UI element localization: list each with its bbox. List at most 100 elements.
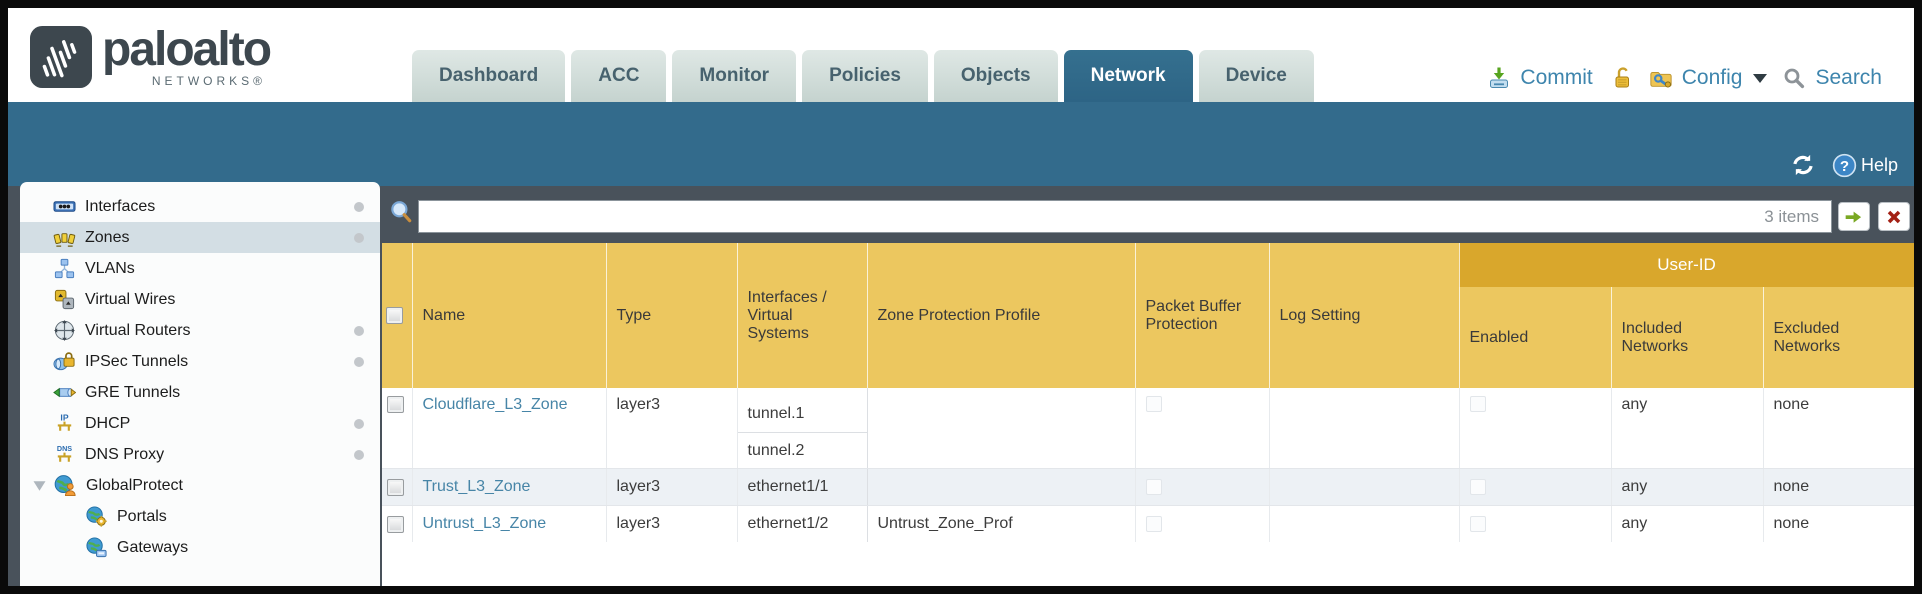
zone-interfaces: tunnel.1 tunnel.2: [736, 388, 868, 469]
sidebar-item-label: Portals: [117, 507, 167, 525]
excluded-networks: none: [1763, 388, 1914, 469]
column-header-log-setting[interactable]: Log Setting: [1269, 243, 1460, 388]
gre-tunnels-icon: [53, 387, 76, 398]
sidebar-item-zones[interactable]: Zones: [20, 222, 380, 253]
packet-buffer-protection-checkbox[interactable]: [1145, 396, 1162, 412]
paloalto-logo: paloalto NETWORKS®: [30, 22, 272, 88]
table-row: Trust_L3_Zone layer3 ethernet1/1 any non…: [382, 468, 1914, 506]
sidebar-item-ipsec-tunnels[interactable]: IPSec Tunnels: [20, 346, 380, 377]
globalprotect-icon: [54, 475, 76, 497]
sidebar-item-label: Interfaces: [85, 197, 156, 215]
tab-dashboard[interactable]: Dashboard: [412, 50, 566, 102]
help-button[interactable]: ? Help: [1832, 153, 1898, 178]
tab-device[interactable]: Device: [1198, 50, 1314, 102]
zones-table: Name Type Interfaces / Virtual Systems Z…: [382, 243, 1914, 586]
column-header-enabled[interactable]: Enabled: [1459, 287, 1612, 388]
expander-triangle-icon[interactable]: [32, 480, 47, 492]
sidebar-item-interfaces[interactable]: Interfaces: [20, 191, 380, 222]
zone-name-link[interactable]: Cloudflare_L3_Zone: [422, 396, 568, 413]
commit-icon[interactable]: [1487, 66, 1511, 90]
sidebar-item-vlans[interactable]: VLANs: [20, 253, 380, 284]
tab-objects[interactable]: Objects: [933, 50, 1058, 102]
sidebar-item-label: IPSec Tunnels: [85, 352, 189, 370]
zone-name-link[interactable]: Untrust_L3_Zone: [422, 515, 547, 532]
zone-interfaces: ethernet1/2: [736, 505, 868, 542]
excluded-networks: none: [1763, 468, 1914, 506]
sidebar-item-gateways[interactable]: Gateways: [20, 532, 380, 563]
user-id-enabled-checkbox[interactable]: [1469, 396, 1486, 412]
paloalto-logo-icon: [30, 26, 92, 88]
banner: ? Help: [8, 102, 1914, 186]
tab-network[interactable]: Network: [1063, 50, 1193, 102]
select-all-checkbox[interactable]: [386, 307, 403, 324]
tab-policies[interactable]: Policies: [802, 50, 928, 102]
column-header-excluded-networks[interactable]: Excluded Networks: [1763, 287, 1914, 388]
search-icon[interactable]: [1782, 66, 1806, 90]
zone-interfaces: ethernet1/1: [736, 468, 868, 506]
packet-buffer-protection-checkbox[interactable]: [1145, 479, 1162, 495]
select-all-cell: [382, 243, 413, 388]
top-header: paloalto NETWORKS® Dashboard ACC Monitor…: [8, 8, 1914, 102]
zone-protection-profile: Untrust_Zone_Prof: [867, 505, 1136, 542]
sidebar-item-globalprotect[interactable]: GlobalProtect: [20, 470, 380, 501]
row-checkbox[interactable]: [387, 396, 404, 413]
column-header-type[interactable]: Type: [606, 243, 738, 388]
commit-button[interactable]: Commit: [1520, 66, 1593, 89]
network-sidebar: Interfaces Zones VLANs: [20, 182, 380, 586]
zone-name-link[interactable]: Trust_L3_Zone: [422, 478, 531, 495]
config-icon[interactable]: [1649, 66, 1673, 90]
user-id-enabled-checkbox[interactable]: [1469, 516, 1486, 532]
sidebar-item-portals[interactable]: Portals: [20, 501, 380, 532]
row-checkbox[interactable]: [387, 478, 404, 496]
status-dot: [354, 450, 364, 460]
interfaces-icon: [53, 201, 76, 212]
column-header-zone-protection-profile[interactable]: Zone Protection Profile: [867, 243, 1136, 388]
brand-sub: NETWORKS®: [151, 74, 267, 88]
item-count: 3 items: [1764, 206, 1819, 226]
clear-filter-button[interactable]: [1878, 202, 1910, 231]
sidebar-item-dns-proxy[interactable]: DNS DNS Proxy: [20, 439, 380, 470]
lock-icon[interactable]: [1610, 66, 1634, 90]
header-actions: Commit Config Search: [1487, 56, 1882, 100]
status-dot: [354, 233, 364, 243]
refresh-icon[interactable]: [1788, 152, 1818, 178]
tab-acc[interactable]: ACC: [571, 50, 667, 102]
user-id-enabled-checkbox[interactable]: [1469, 479, 1486, 495]
sidebar-item-gre-tunnels[interactable]: GRE Tunnels: [20, 377, 380, 408]
dns-proxy-icon: DNS: [57, 445, 72, 462]
column-header-included-networks[interactable]: Included Networks: [1611, 287, 1764, 388]
brand-wordmark: paloalto: [102, 23, 272, 76]
sidebar-item-virtual-wires[interactable]: Virtual Wires: [20, 284, 380, 315]
sidebar-item-virtual-routers[interactable]: Virtual Routers: [20, 315, 380, 346]
column-header-interfaces[interactable]: Interfaces / Virtual Systems: [737, 243, 868, 388]
row-checkbox[interactable]: [387, 515, 404, 533]
sidebar-item-dhcp[interactable]: IP DHCP: [20, 408, 380, 439]
log-setting: [1269, 468, 1460, 506]
table-toolbar: 3 items: [382, 186, 1914, 243]
user-id-group-header: User-ID: [1459, 243, 1914, 287]
config-caret-icon[interactable]: [1753, 73, 1768, 83]
filter-bar: 3 items: [418, 200, 1832, 233]
config-button[interactable]: Config: [1681, 66, 1743, 89]
svg-text:IP: IP: [60, 413, 68, 423]
column-header-packet-buffer-protection[interactable]: Packet Buffer Protection: [1135, 243, 1270, 388]
virtual-wires-icon: [54, 289, 75, 310]
green-arrow-icon: [1845, 211, 1862, 223]
red-x-icon: [1887, 210, 1901, 223]
virtual-routers-icon: [54, 320, 75, 341]
apply-filter-button[interactable]: [1838, 202, 1870, 231]
interface-entry: ethernet1/1: [747, 478, 829, 495]
ipsec-tunnels-icon: [53, 352, 75, 371]
packet-buffer-protection-checkbox[interactable]: [1145, 516, 1162, 532]
help-label: Help: [1860, 154, 1898, 175]
sidebar-item-label: GRE Tunnels: [85, 383, 181, 401]
filter-magnifier-icon[interactable]: [388, 199, 414, 225]
gateways-icon: [86, 537, 107, 558]
sidebar-item-label: GlobalProtect: [86, 476, 183, 494]
log-setting: [1269, 388, 1460, 469]
search-button[interactable]: Search: [1815, 66, 1882, 89]
filter-input[interactable]: [419, 201, 1765, 232]
column-header-name[interactable]: Name: [412, 243, 607, 388]
tab-monitor[interactable]: Monitor: [672, 50, 797, 102]
